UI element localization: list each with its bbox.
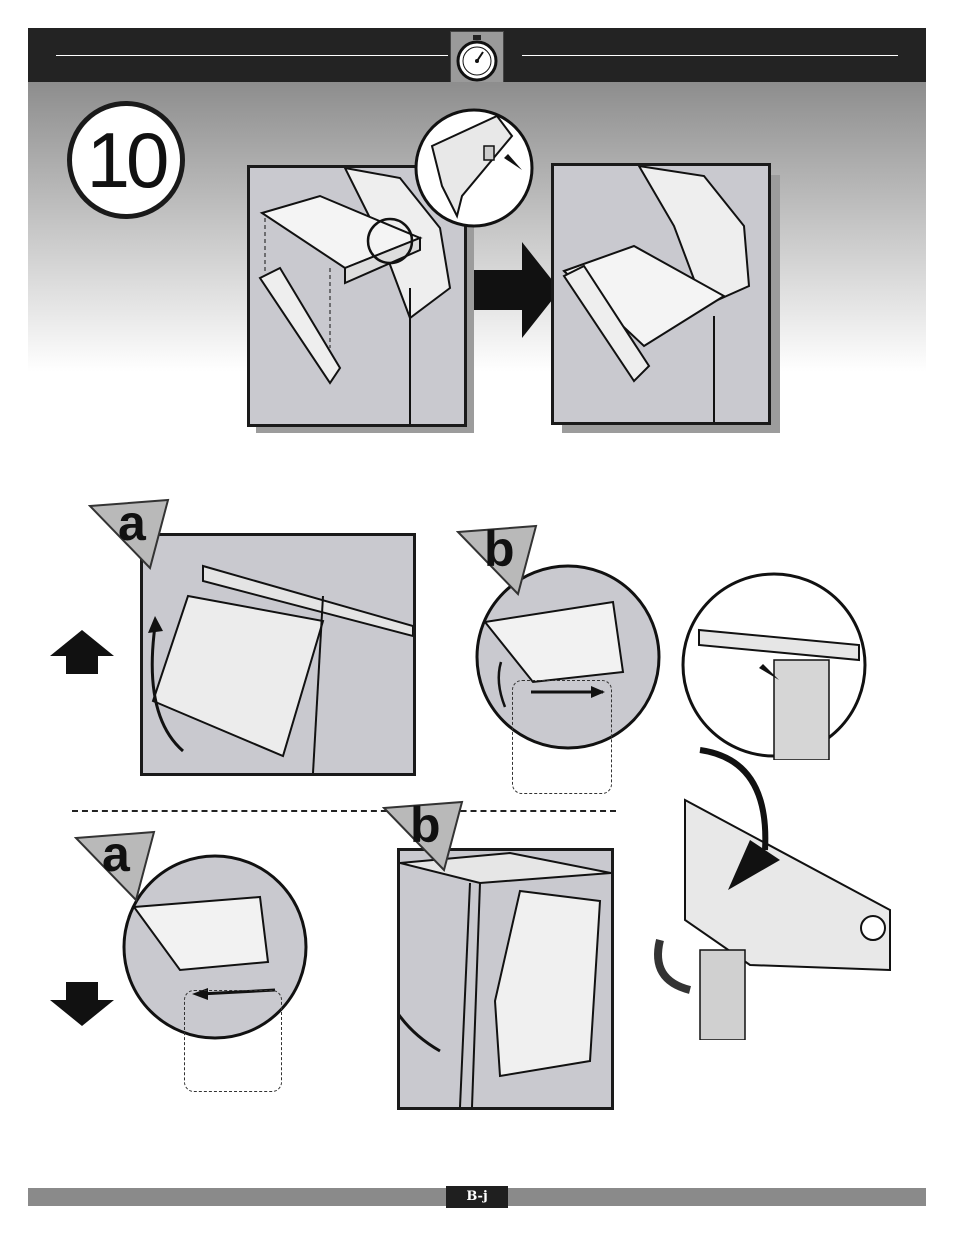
detail-hinge (679, 570, 869, 760)
section-divider (72, 810, 616, 812)
stopwatch-icon (450, 31, 504, 85)
hinge-closeup (630, 740, 900, 1040)
illustration-raise-a (140, 533, 416, 776)
page-label: B-j (446, 1186, 508, 1208)
detail-magnifier (412, 106, 536, 230)
callout-a-label: a (102, 829, 130, 879)
arrow-up-icon (48, 628, 116, 676)
callout-b-label: b (410, 800, 441, 850)
step-number: 10 (67, 101, 185, 219)
header-rule-left (56, 55, 448, 56)
illustration-lower-b (397, 848, 614, 1110)
callout-b-label: b (484, 524, 515, 574)
callout-a-label: a (118, 498, 146, 548)
ghost-outline (512, 680, 612, 794)
header-rule-right (522, 55, 898, 56)
illustration-after (551, 163, 771, 425)
arrow-right-icon (472, 240, 562, 340)
arrow-down-icon (48, 980, 116, 1028)
ghost-outline (184, 990, 282, 1092)
